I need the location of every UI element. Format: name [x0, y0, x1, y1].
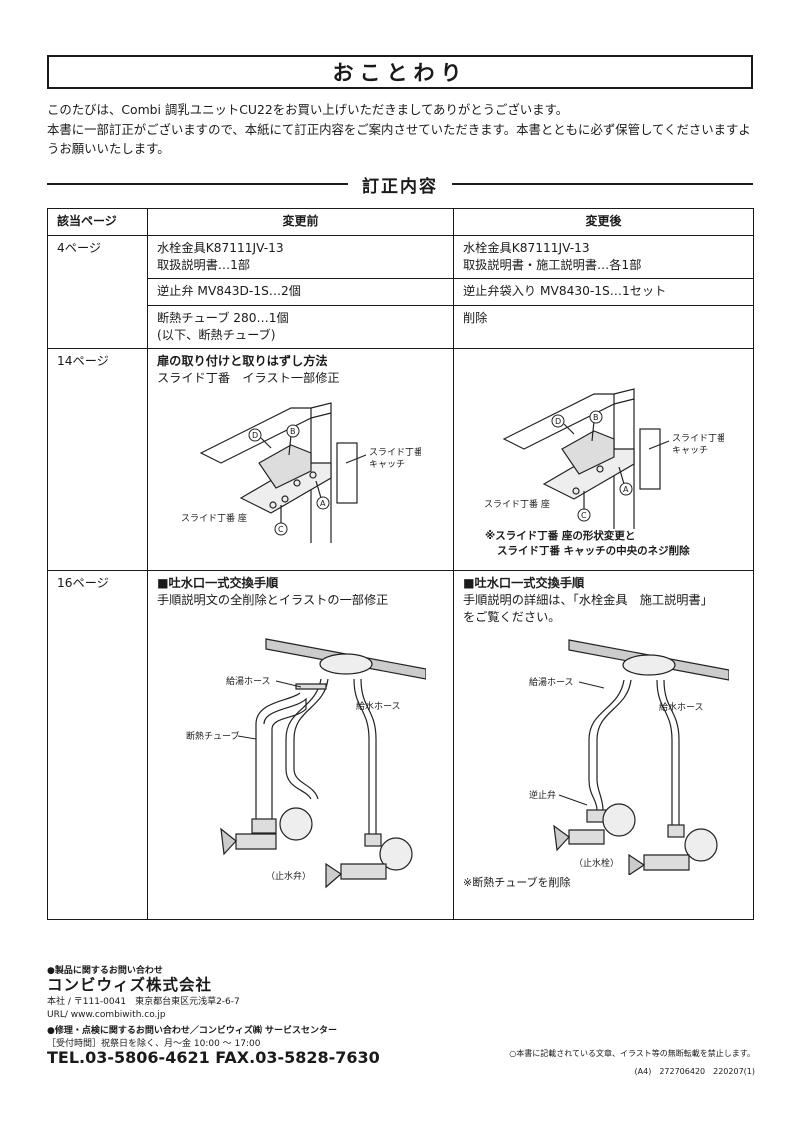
- cell-line: 断熱チューブ 280…1個: [157, 311, 289, 325]
- label-catch-1: スライド丁番: [672, 432, 724, 444]
- note-line: スライド丁番 キャッチの中央のネジ削除: [497, 545, 690, 557]
- table-row: 16ページ ■吐水口一式交換手順 手順説明文の全削除とイラストの一部修正: [47, 570, 754, 920]
- hinge-illustration-after: D B A C スライド丁番 キャッチ スライド丁番 座: [484, 388, 724, 529]
- cell-sub: スライド丁番 イラスト一部修正: [157, 371, 340, 385]
- label-catch-1: スライド丁番: [369, 446, 421, 458]
- label-valve: （止水弁）: [266, 870, 311, 882]
- table-row: 4ページ 水栓金具K87111JV-13 取扱説明書…1部 水栓金具K87111…: [47, 235, 754, 349]
- label-c: C: [581, 511, 587, 520]
- label-hot-hose: 給湯ホース: [529, 676, 574, 688]
- label-c: C: [278, 525, 284, 534]
- label-d: D: [555, 417, 561, 426]
- before-cell: 水栓金具K87111JV-13 取扱説明書…1部: [147, 235, 454, 279]
- before-cell: 断熱チューブ 280…1個 (以下、断熱チューブ): [147, 305, 454, 349]
- label-tube: 断熱チューブ: [186, 730, 239, 742]
- cell-heading: ■吐水口一式交換手順: [463, 576, 585, 590]
- header-page: 該当ページ: [47, 208, 148, 236]
- label-a: A: [320, 499, 326, 508]
- cell-line: 取扱説明書・施工説明書…各1部: [463, 258, 642, 272]
- phone-fax: TEL.03-5806-4621 FAX.03-5828-7630: [47, 1048, 380, 1067]
- after-cell: 水栓金具K87111JV-13 取扱説明書・施工説明書…各1部: [453, 235, 754, 279]
- table-row: 14ページ 扉の取り付けと取りはずし方法 スライド丁番 イラスト一部修正: [47, 348, 754, 571]
- cell-line: 水栓金具K87111JV-13: [157, 241, 284, 255]
- label-cold-hose: 給水ホース: [356, 700, 401, 712]
- table-header-row: 該当ページ 変更前 変更後: [47, 208, 754, 236]
- cell-line: 水栓金具K87111JV-13: [463, 241, 590, 255]
- cell-sub: 手順説明の詳細は、「水栓金具 施工説明書」: [463, 593, 713, 607]
- repair-inquiry: ●修理・点検に関するお問い合わせ／コンビウィズ㈱ サービスセンター: [47, 1026, 337, 1036]
- before-cell: 扉の取り付けと取りはずし方法 スライド丁番 イラスト一部修正: [147, 348, 454, 571]
- service-hours: ［受付時間］祝祭日を除く、月～金 10:00 ～ 17:00: [47, 1038, 261, 1049]
- website-link[interactable]: URL/ www.combiwith.co.jp: [47, 1009, 166, 1020]
- label-seat: スライド丁番 座: [181, 512, 247, 524]
- after-cell: D B A C スライド丁番 キャッチ スライド丁番 座 ※スライド丁番 座の形…: [453, 348, 754, 571]
- after-cell: 削除: [453, 305, 754, 349]
- section-title: 訂正内容: [362, 176, 438, 197]
- note-line: ※スライド丁番 座の形状変更と: [485, 530, 636, 542]
- product-inquiry: ●製品に関するお問い合わせ: [47, 966, 163, 976]
- header-before: 変更前: [147, 208, 454, 236]
- after-cell: ■吐水口一式交換手順 手順説明の詳細は、「水栓金具 施工説明書」 をご覧ください…: [453, 570, 754, 920]
- cell-sub: をご覧ください。: [463, 610, 561, 624]
- footer-notes: ○本書に記載されている文章、イラスト等の無断転載を禁止します。 (A4) 272…: [505, 1045, 755, 1081]
- label-seat: スライド丁番 座: [484, 498, 550, 510]
- footer: ●製品に関するお問い合わせ コンビウィズ株式会社 本社 / 〒111-0041 …: [47, 965, 380, 1065]
- header-after: 変更後: [453, 208, 754, 236]
- intro-line: このたびは、Combi 調乳ユニットCU22をお買い上げいただきましてありがとう…: [47, 102, 569, 117]
- correction-table: 該当ページ 変更前 変更後 4ページ 水栓金具K87111JV-13 取扱説明書…: [47, 208, 754, 920]
- page-cell: 14ページ: [47, 348, 148, 571]
- intro-line: 本書に一部訂正がございますので、本紙にて訂正内容をご案内させていただきます。本書…: [47, 121, 751, 157]
- cell-heading: ■吐水口一式交換手順: [157, 576, 279, 590]
- address: 本社 / 〒111-0041 東京都台東区元浅草2-6-7: [47, 997, 240, 1007]
- label-valve: （止水栓）: [574, 857, 619, 869]
- cell-sub: 手順説明文の全削除とイラストの一部修正: [157, 593, 389, 607]
- faucet-illustration-before: 給湯ホース 給水ホース 断熱チューブ （止水弁）: [186, 638, 426, 889]
- label-b: B: [593, 413, 599, 422]
- company-name: コンビウィズ株式会社: [47, 975, 213, 994]
- label-hot-hose: 給湯ホース: [226, 675, 271, 687]
- hinge-illustration-before: D B A C スライド丁番 キャッチ スライド丁番 座: [181, 402, 421, 543]
- copyright-note: ○本書に記載されている文章、イラスト等の無断転載を禁止します。: [509, 1049, 755, 1058]
- faucet-illustration-after: 給湯ホース 給水ホース 逆止弁 （止水栓）: [529, 639, 729, 875]
- page-cell: 16ページ: [47, 570, 148, 920]
- label-a: A: [623, 485, 629, 494]
- before-cell: ■吐水口一式交換手順 手順説明文の全削除とイラストの一部修正: [147, 570, 454, 920]
- before-cell: 逆止弁 MV843D-1S…2個: [147, 278, 454, 306]
- intro-text: このたびは、Combi 調乳ユニットCU22をお買い上げいただきましてありがとう…: [47, 100, 762, 159]
- page-title: おことわり: [47, 55, 753, 89]
- divider: [47, 183, 348, 185]
- note-line: ※断熱チューブを削除: [463, 876, 571, 889]
- table-row: 断熱チューブ 280…1個 (以下、断熱チューブ) 削除: [48, 305, 754, 349]
- label-cold-hose: 給水ホース: [659, 701, 704, 713]
- label-b: B: [290, 427, 296, 436]
- document-code: (A4) 272706420 220207(1): [634, 1067, 755, 1076]
- label-check-valve: 逆止弁: [529, 789, 556, 801]
- label-catch-2: キャッチ: [369, 459, 405, 470]
- label-catch-2: キャッチ: [672, 445, 708, 456]
- section-heading: 訂正内容: [47, 170, 753, 198]
- cell-heading: 扉の取り付けと取りはずし方法: [157, 354, 328, 368]
- cell-line: (以下、断熱チューブ): [157, 328, 276, 342]
- after-cell: 逆止弁袋入り MV8430-1S…1セット: [453, 278, 754, 306]
- divider: [452, 183, 753, 185]
- table-row: 逆止弁 MV843D-1S…2個 逆止弁袋入り MV8430-1S…1セット: [48, 278, 754, 306]
- page-cell: 4ページ: [47, 235, 148, 349]
- label-d: D: [252, 431, 258, 440]
- cell-line: 取扱説明書…1部: [157, 258, 251, 272]
